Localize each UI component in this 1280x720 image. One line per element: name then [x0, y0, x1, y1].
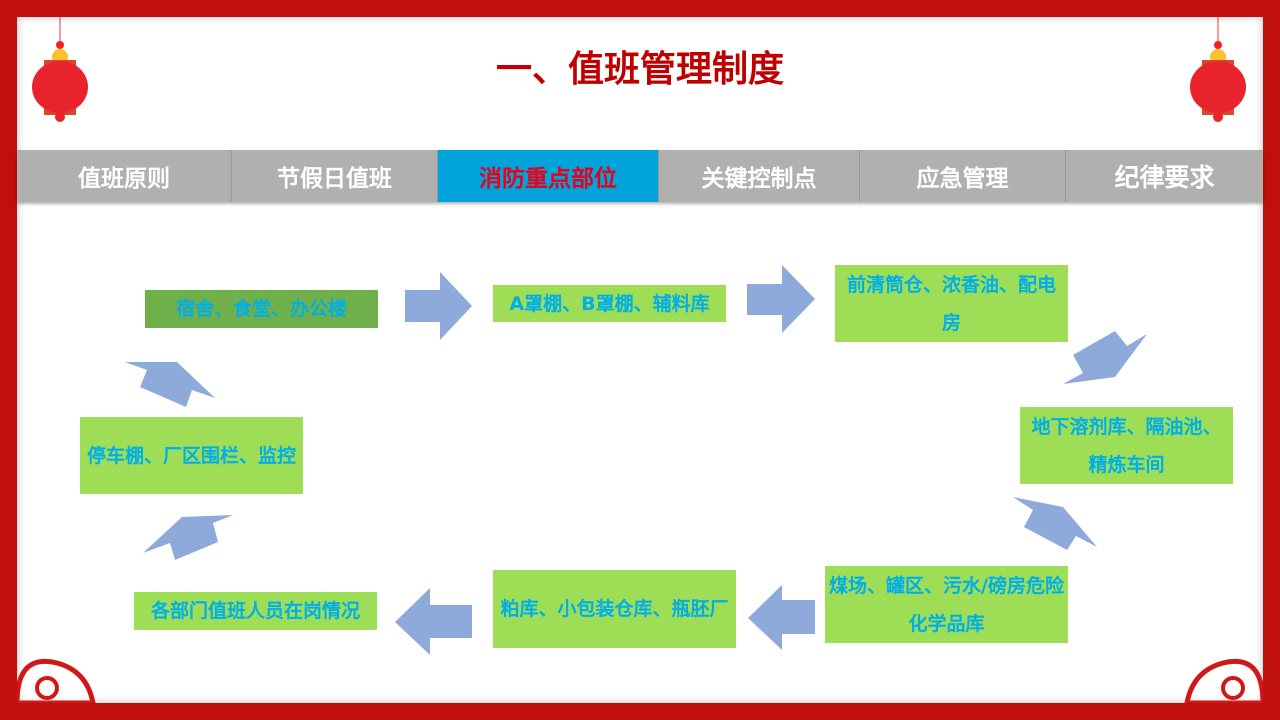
arrow-right-1	[405, 272, 472, 340]
arrow-down-right-2	[1013, 497, 1097, 550]
cloud-pattern-left-icon	[17, 659, 96, 703]
tab-discipline[interactable]: 纪律要求	[1066, 150, 1263, 202]
tab-duty-principles[interactable]: 值班原则	[17, 150, 232, 202]
page-title: 一、值班管理制度	[495, 49, 784, 90]
lantern-left-icon	[32, 17, 88, 122]
tab-key-control-points[interactable]: 关键控制点	[659, 150, 860, 202]
tab-emergency-management[interactable]: 应急管理	[860, 150, 1066, 202]
node-silo-oil-power: 前清筒仓、浓香油、配电房	[835, 265, 1068, 342]
arrow-left-2	[395, 588, 472, 655]
node-parking-fence-monitoring: 停车棚、厂区围栏、监控	[80, 417, 303, 494]
tab-bar: 值班原则 节假日值班 消防重点部位 关键控制点 应急管理 纪律要求	[17, 150, 1263, 202]
node-meal-packaging-preform: 粕库、小包装仓库、瓶胚厂	[493, 570, 736, 648]
arrow-right-2	[747, 265, 815, 333]
node-canopy-storage: A罩棚、B罩棚、辅料库	[493, 285, 726, 322]
cloud-pattern-right-icon	[1184, 659, 1263, 703]
lantern-right-icon	[1190, 17, 1246, 122]
arrow-down-right-1	[1063, 331, 1147, 384]
node-dormitory-canteen-office: 宿舍、食堂、办公楼	[145, 290, 378, 328]
node-solvent-refinery: 地下溶剂库、隔油池、精炼车间	[1020, 407, 1233, 484]
arrow-up-left-2	[125, 362, 215, 407]
tab-fire-key-areas[interactable]: 消防重点部位	[438, 150, 659, 202]
node-coal-tank-chemicals: 煤场、罐区、污水/磅房危险化学品库	[825, 566, 1068, 643]
node-staff-on-duty: 各部门值班人员在岗情况	[134, 592, 377, 630]
arrow-left-1	[748, 585, 815, 650]
tab-holiday-duty[interactable]: 节假日值班	[232, 150, 438, 202]
arrow-up-left-1	[143, 515, 233, 560]
